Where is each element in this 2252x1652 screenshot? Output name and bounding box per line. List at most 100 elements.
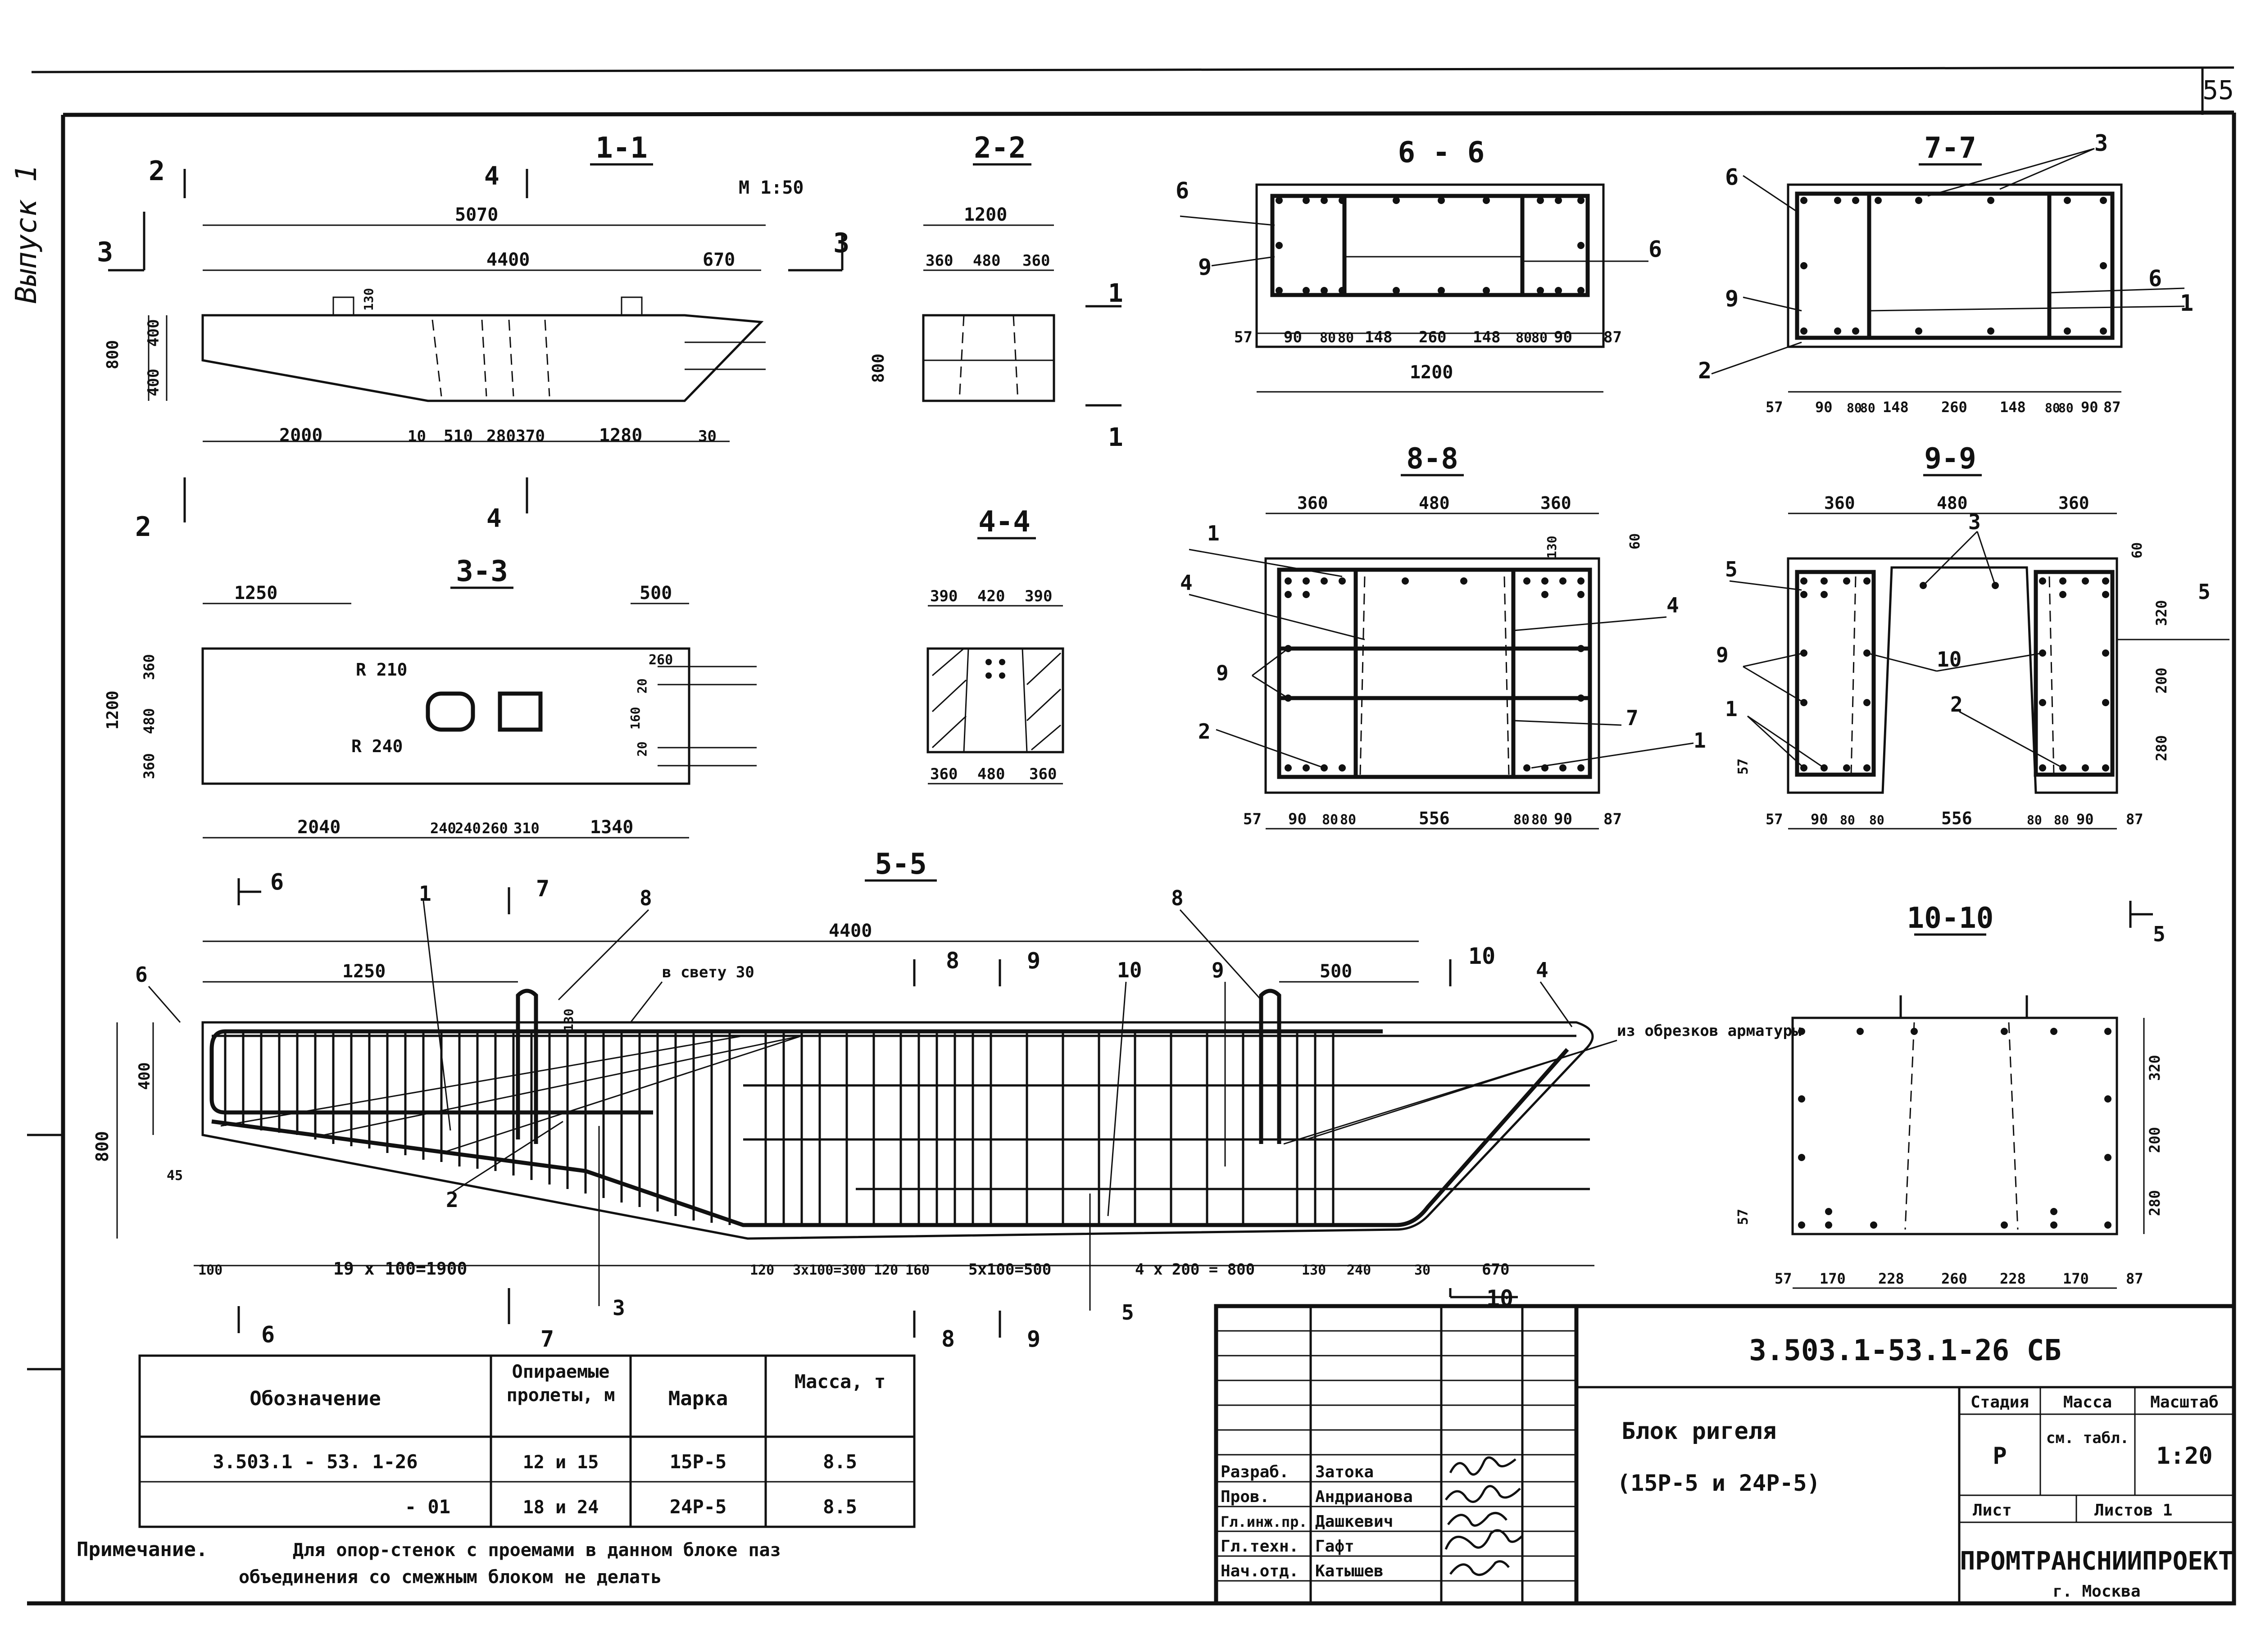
callout-5-5-8a: 8: [640, 886, 652, 910]
dim-5-5-1250: 1250: [342, 961, 386, 982]
callout-5-5-4: 4: [1536, 958, 1548, 982]
dim-2-2-800: 800: [869, 354, 888, 383]
dim-6-6-57: 57: [1234, 328, 1253, 346]
stamp-org: ПРОМТРАНСНИИПРОЕКТ: [1960, 1547, 2234, 1576]
dim-3-3-360a: 360: [141, 654, 158, 680]
dim-8-8-80a: 80: [1322, 812, 1338, 828]
sign-role-3: Гл.инж.пр.: [1221, 1513, 1308, 1530]
section-8-8: 8-8: [1180, 442, 1706, 830]
section-5-5: 5-5: [92, 848, 1801, 1352]
dim-2-2-360b: 360: [1022, 252, 1050, 270]
dim-1-1-5070: 5070: [455, 204, 498, 225]
table-row-1-mark: 15Р-5: [670, 1451, 726, 1473]
mark-10-top: 10: [1468, 943, 1495, 969]
callout-5-5-9: 9: [1212, 958, 1224, 982]
dim-5-5-19x100: 19 x 100=1900: [333, 1259, 467, 1279]
dim-1-1-30: 30: [698, 427, 717, 445]
callout-7-7-6b: 6: [2148, 265, 2162, 291]
dim-6-6-90a: 90: [1284, 328, 1302, 346]
dim-3-3-1250: 1250: [234, 583, 277, 604]
mark-4-top: 4: [484, 162, 499, 191]
dim-6-6-80c: 80: [1516, 330, 1532, 346]
callout-6-6-9: 9: [1198, 254, 1212, 280]
sheet-frame: [27, 66, 2236, 1606]
dim-6-6-260: 260: [1419, 328, 1446, 346]
callout-8-8-7: 7: [1626, 706, 1639, 730]
dim-3-3-260b: 260: [482, 820, 508, 837]
stamp-col-stage: Стадия: [1970, 1393, 2029, 1411]
sign-name-1: Затока: [1315, 1463, 1374, 1481]
callout-7-7-1: 1: [2180, 290, 2193, 316]
dim-7-7-80a: 80: [1847, 400, 1862, 415]
dim-1-1-400a: 400: [145, 319, 163, 347]
dim-10-10-228b: 228: [2000, 1270, 2026, 1287]
callout-7-7-3: 3: [2094, 130, 2108, 156]
dim-5-5-800: 800: [92, 1131, 112, 1162]
table-header-mass: Масса, т: [794, 1371, 886, 1393]
mark-2-bottom: 2: [135, 511, 151, 543]
table-row-2-spans: 18 и 24: [523, 1497, 599, 1518]
dim-9-9-80b: 80: [1869, 812, 1884, 827]
section-4-4: 4-4 390 420 390 360 480 360: [926, 505, 1064, 785]
callout-10-10-5: 5: [2153, 922, 2166, 946]
callout-7-7-9: 9: [1725, 286, 1739, 312]
callout-6-6-a: 6: [1176, 177, 1189, 204]
mark-9-top: 9: [1027, 948, 1040, 974]
dim-2-2-480: 480: [973, 252, 1000, 270]
dim-7-7-80d: 80: [2058, 400, 2074, 415]
section-7-7: 7-7 6 9 2 3 6 1 57 90 80: [1698, 130, 2193, 416]
dim-8-8-556: 556: [1419, 808, 1450, 828]
callout-5-5-8b: 8: [1171, 886, 1184, 910]
stamp-sheet-label: Лист: [1973, 1501, 2012, 1520]
mark-7-bottom: 7: [540, 1326, 554, 1352]
dim-9-9-60: 60: [2129, 542, 2145, 558]
callout-8-8-1a: 1: [1207, 521, 1220, 545]
dim-6-6-90b: 90: [1554, 328, 1572, 346]
dim-3-3-r210: R 210: [356, 660, 407, 680]
callout-5-5-3: 3: [613, 1296, 625, 1320]
footnote: Примечание. Для опор-стенок с проемами в…: [77, 1538, 781, 1588]
callout-5-5-2: 2: [446, 1188, 459, 1212]
dim-6-6-148a: 148: [1365, 328, 1392, 346]
mark-1-bottom: 1: [1108, 423, 1123, 452]
dim-9-9-480: 480: [1937, 493, 1968, 513]
dim-8-8-80b: 80: [1340, 812, 1356, 828]
drawing-title-1: Блок ригеля: [1621, 1418, 1776, 1445]
dim-10-10-170a: 170: [1820, 1270, 1846, 1287]
issue-label: Выпуск 1: [10, 165, 43, 304]
mark-4-bottom: 4: [486, 504, 502, 533]
stirrups-5-5: [224, 1031, 1335, 1225]
dim-8-8-87: 87: [1603, 810, 1622, 828]
dim-3-3-260: 260: [649, 652, 673, 668]
callout-8-8-4b: 4: [1666, 593, 1679, 617]
dim-8-8-60: 60: [1627, 533, 1643, 549]
table-header-mark: Марка: [668, 1387, 728, 1410]
dim-1-1-400b: 400: [145, 369, 163, 396]
dim-7-7-148b: 148: [2000, 399, 2026, 416]
stamp-mass: см. табл.: [2046, 1429, 2129, 1447]
callout-9-9-2: 2: [1950, 692, 1963, 717]
dim-9-9-87: 87: [2126, 811, 2143, 828]
dim-1-1-370: 370: [516, 427, 545, 445]
dim-5-5-30: 30: [1414, 1262, 1430, 1278]
table-header-designation: Обозначение: [250, 1387, 381, 1410]
section-1-1: 1-1 М 1:50 5070 4400 670 800 400 400 200…: [97, 132, 849, 543]
dim-9-9-360a: 360: [1824, 493, 1855, 513]
dim-4-4-360a: 360: [930, 765, 958, 783]
dim-6-6-1200: 1200: [1410, 362, 1453, 383]
callout-6-6-b: 6: [1648, 236, 1662, 262]
dim-2-2-1200: 1200: [964, 204, 1007, 225]
dim-8-8-360b: 360: [1540, 493, 1571, 513]
sign-role-2: Пров.: [1221, 1488, 1269, 1506]
section-title-6-6: 6 - 6: [1398, 136, 1485, 169]
mark-8-bottom: 8: [941, 1326, 955, 1352]
mark-2-top: 2: [149, 155, 165, 187]
dim-6-6-80b: 80: [1338, 330, 1354, 346]
rebar-dots-10-10: [1798, 1028, 2111, 1229]
stamp-stage: Р: [1993, 1443, 2007, 1470]
rebar-dots-6-6: [1276, 197, 1585, 294]
sign-name-4: Гафт: [1315, 1537, 1354, 1556]
dim-5-5-160: 160: [905, 1262, 930, 1278]
section-6-6: 6 - 6 6 9 6 57 90 80 80 148: [1176, 136, 1662, 393]
